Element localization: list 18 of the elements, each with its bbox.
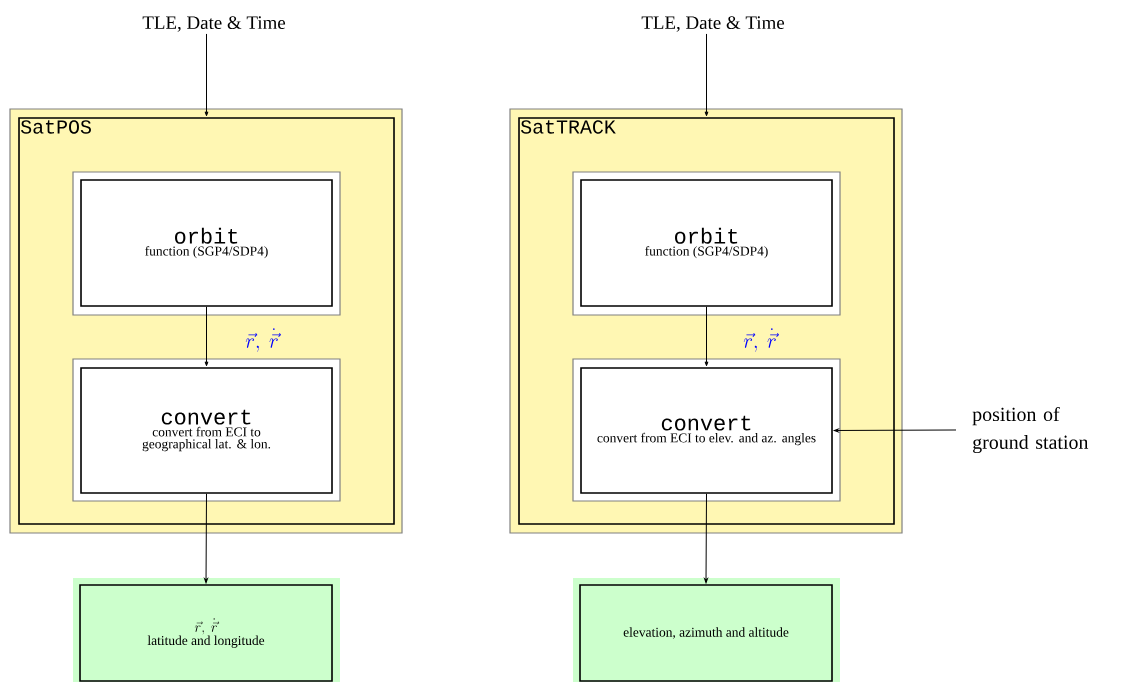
arrow [204,493,208,584]
process-box: orbit function (SGP4/SDP4) [72,171,341,316]
input-label: TLE, Date & Time [641,16,785,32]
output-box: $\vec{r},\ \dot{\vec{r}}$ latitude and longitude [73,578,340,682]
process-box: convert convert from ECI to geographical lat. & lon. [72,358,341,502]
arrow [204,33,209,117]
output-box: elevation, azimuth and altitude [573,578,840,682]
process-box: convert convert from ECI to elev. and az. angles [572,358,841,502]
arrow [204,306,209,367]
input-label: position of ground station [972,406,1089,454]
edge-label: $\vec{r},\ \dot{\vec{r}}$ [742,327,780,353]
arrow [704,33,709,117]
edge-label: $\vec{r},\ \dot{\vec{r}}$ [244,327,282,353]
arrow [833,428,957,433]
arrow [704,306,709,367]
process-box: orbit function (SGP4/SDP4) [572,171,841,316]
arrow [704,493,708,584]
input-label: TLE, Date & Time [142,16,286,32]
